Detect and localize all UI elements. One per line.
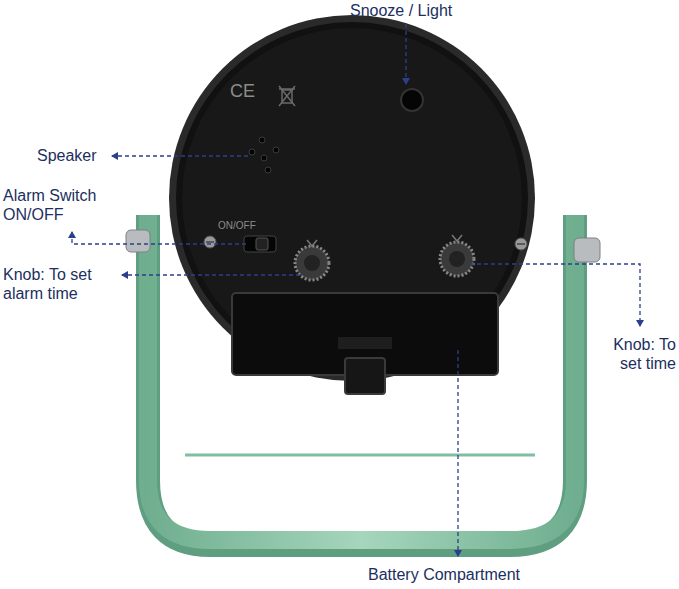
callout-label: Knob: To set alarm time <box>3 265 125 303</box>
callout-label: Alarm Switch ON/OFF <box>3 186 115 224</box>
callout-label: Knob: To set time <box>598 335 676 373</box>
callout-label: Speaker <box>37 146 109 165</box>
ce-mark: CE <box>230 82 270 102</box>
switch-marking: ON/OFF <box>218 220 268 231</box>
callout-label: Battery Compartment <box>368 565 558 584</box>
callout-label: Snooze / Light <box>350 1 470 20</box>
